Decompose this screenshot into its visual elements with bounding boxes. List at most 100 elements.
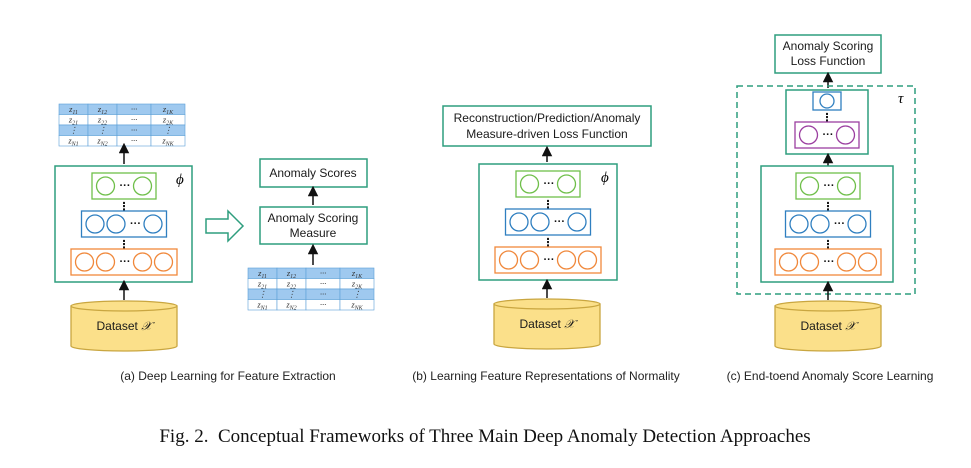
phi-symbol-b: ϕ [601, 170, 609, 186]
matrix-cell-label: ⋮ [258, 289, 267, 299]
ellipsis-icon: ··· [120, 180, 131, 192]
neuron-icon [835, 125, 856, 145]
neuron-icon [778, 252, 799, 272]
hollow-arrow [205, 209, 245, 243]
figure-caption: Fig. 2. Conceptual Frameworks of Three M… [159, 426, 810, 447]
matrix-cell-label: zN1 [256, 300, 267, 312]
panel-b: Reconstruction/Prediction/Anomaly Measur… [412, 105, 680, 383]
layer-orange: ··· [494, 246, 602, 274]
cylinder-body [774, 305, 882, 352]
neuron-icon [799, 252, 820, 272]
loss-line2-b: Measure-driven Loss Function [466, 127, 627, 141]
caption-b: (b) Learning Feature Representations of … [412, 369, 679, 383]
matrix-cell-label: ⋮ [164, 125, 173, 135]
dataset-cylinder-c [774, 300, 882, 352]
matrix-cell-label: zN2 [285, 300, 296, 312]
vertical-dots-icon: ⋮ [119, 239, 130, 251]
matrix-cell-label: z22 [286, 279, 296, 291]
layer-blue: ··· [504, 208, 592, 236]
neuron-icon [85, 214, 105, 234]
layer-green: ··· [795, 172, 861, 200]
matrix-cell-label: ··· [320, 300, 326, 310]
ellipsis-icon: ··· [544, 254, 555, 266]
neuron-icon [74, 252, 95, 272]
neuron-icon [819, 93, 835, 109]
dataset-label-c: Dataset 𝒳 [800, 319, 859, 333]
ellipsis-icon: ··· [823, 129, 834, 141]
ellipsis-icon: ··· [824, 180, 835, 192]
matrix-cell-label: ··· [320, 279, 326, 289]
neuron-icon [799, 176, 820, 196]
matrix-cell-label: ··· [320, 268, 326, 278]
neuron-icon [153, 252, 174, 272]
cylinder-body [493, 303, 601, 350]
matrix-cell-label: z11 [68, 104, 78, 116]
matrix-cell-label: z21 [257, 279, 267, 291]
vertical-dots-icon: ⋮ [823, 201, 834, 213]
matrix-cell-label: z12 [286, 268, 296, 280]
neuron-icon [530, 212, 550, 232]
cylinder-top [70, 300, 178, 312]
ellipsis-icon: ··· [834, 218, 845, 230]
ellipsis-icon: ··· [554, 216, 565, 228]
neuron-icon [95, 176, 116, 196]
vertical-dots-icon: ⋮ [543, 237, 554, 249]
caption-a: (a) Deep Learning for Feature Extraction [120, 369, 335, 383]
layer-orange: ··· [774, 248, 882, 276]
matrix-cell-label: z11 [257, 268, 267, 280]
neural-layers-c: ···⋮···⋮··· [774, 172, 882, 276]
ellipsis-icon: ··· [824, 256, 835, 268]
layer-green: ··· [515, 170, 581, 198]
matrix-cell-label: zN1 [67, 136, 78, 148]
tau-symbol: τ [898, 91, 904, 107]
anomaly-measure-line2: Measure [290, 226, 337, 240]
dashed-tau-box [736, 85, 916, 295]
neuron-icon [143, 214, 163, 234]
vertical-dots-icon: ⋮ [119, 201, 130, 213]
loss-line2-c: Loss Function [791, 54, 866, 68]
phi-symbol-a: ϕ [176, 172, 184, 188]
matrix-cell-label: ··· [131, 136, 137, 146]
neuron-icon [132, 252, 153, 272]
dataset-label-a: Dataset 𝒳 [96, 319, 155, 333]
neuron-icon [836, 176, 857, 196]
matrix-cell [150, 135, 186, 147]
neuron-icon [857, 252, 878, 272]
cylinder-body [70, 305, 178, 352]
neuron-icon [798, 125, 819, 145]
neuron-icon [519, 174, 540, 194]
layer-orange: ··· [70, 248, 178, 276]
matrix-cell-label: ⋮ [98, 125, 107, 135]
vertical-dots-icon: ⋮ [822, 112, 833, 124]
layer-purple: ··· [794, 121, 860, 149]
anomaly-scores-label: Anomaly Scores [269, 166, 356, 180]
loss-line1-c: Anomaly Scoring [783, 39, 874, 53]
layer-blue: ··· [784, 210, 872, 238]
neuron-icon [847, 214, 867, 234]
matrix-cell-label: z12 [97, 104, 107, 116]
matrix-cell-label: ··· [131, 104, 137, 114]
caption-c: (c) End-toend Anomaly Score Learning [727, 369, 934, 383]
neuron-icon [132, 176, 153, 196]
scoring-head-layers: ⋮ ··· [794, 91, 860, 149]
cylinder-top [493, 298, 601, 310]
neuron-icon [789, 214, 809, 234]
dataset-label-b: Dataset 𝒳 [519, 317, 578, 331]
anomaly-measure-line1: Anomaly Scoring [268, 211, 359, 225]
anomaly-measure-box [259, 206, 368, 245]
neuron-icon [498, 250, 519, 270]
matrix-cell [339, 299, 375, 311]
neuron-icon [95, 252, 116, 272]
neural-layers-b: ···⋮···⋮··· [494, 170, 602, 274]
loss-line1-b: Reconstruction/Prediction/Anomaly [454, 111, 641, 125]
ellipsis-icon: ··· [120, 256, 131, 268]
anomaly-scores-box [259, 158, 368, 188]
neuron-icon [810, 214, 830, 234]
neuron-icon [556, 174, 577, 194]
vertical-dots-icon: ⋮ [823, 239, 834, 251]
panel-c: Anomaly Scoring Loss Function τ ⋮··· ···… [727, 34, 934, 383]
